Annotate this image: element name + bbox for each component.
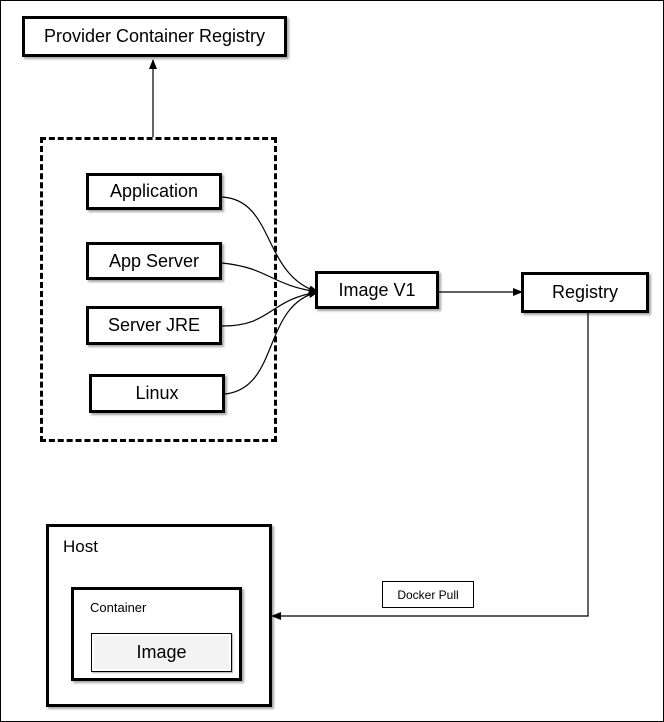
image-label: Image: [136, 642, 187, 662]
host-label: Host: [63, 537, 98, 556]
registry-label: Registry: [551, 282, 618, 302]
container-label: Container: [90, 600, 147, 615]
image-v1-box: Image V1: [315, 271, 439, 309]
image-box: Image: [91, 633, 232, 672]
image-v1-label: Image V1: [338, 279, 416, 300]
provider-container-registry-label: Provider Container Registry: [43, 26, 266, 46]
layer-app-server-box: App Server: [86, 242, 222, 280]
docker-pull-text: Docker Pull: [397, 587, 459, 602]
docker-pull-label: Docker Pull: [382, 581, 474, 608]
layer-linux-box: Linux: [89, 374, 225, 413]
layer-linux-label: Linux: [135, 383, 179, 403]
registry-box: Registry: [521, 272, 649, 313]
provider-container-registry-box: Provider Container Registry: [22, 16, 287, 57]
layer-application-label: Application: [109, 181, 199, 201]
curve-application-to-image: [221, 196, 319, 294]
container-box: [71, 587, 242, 681]
layer-application-box: Application: [86, 173, 222, 210]
curve-linux-to-image: [224, 290, 319, 395]
curve-appserver-to-image: [221, 262, 319, 295]
layer-app-server-label: App Server: [108, 250, 200, 271]
curve-serverjre-to-image: [221, 289, 319, 327]
image-layers-group: [40, 137, 277, 442]
arrow-registry-to-host: [271, 313, 589, 620]
host-box: [46, 524, 272, 707]
layer-server-jre-box: Server JRE: [86, 306, 222, 345]
layer-server-jre-label: Server JRE: [107, 315, 201, 335]
